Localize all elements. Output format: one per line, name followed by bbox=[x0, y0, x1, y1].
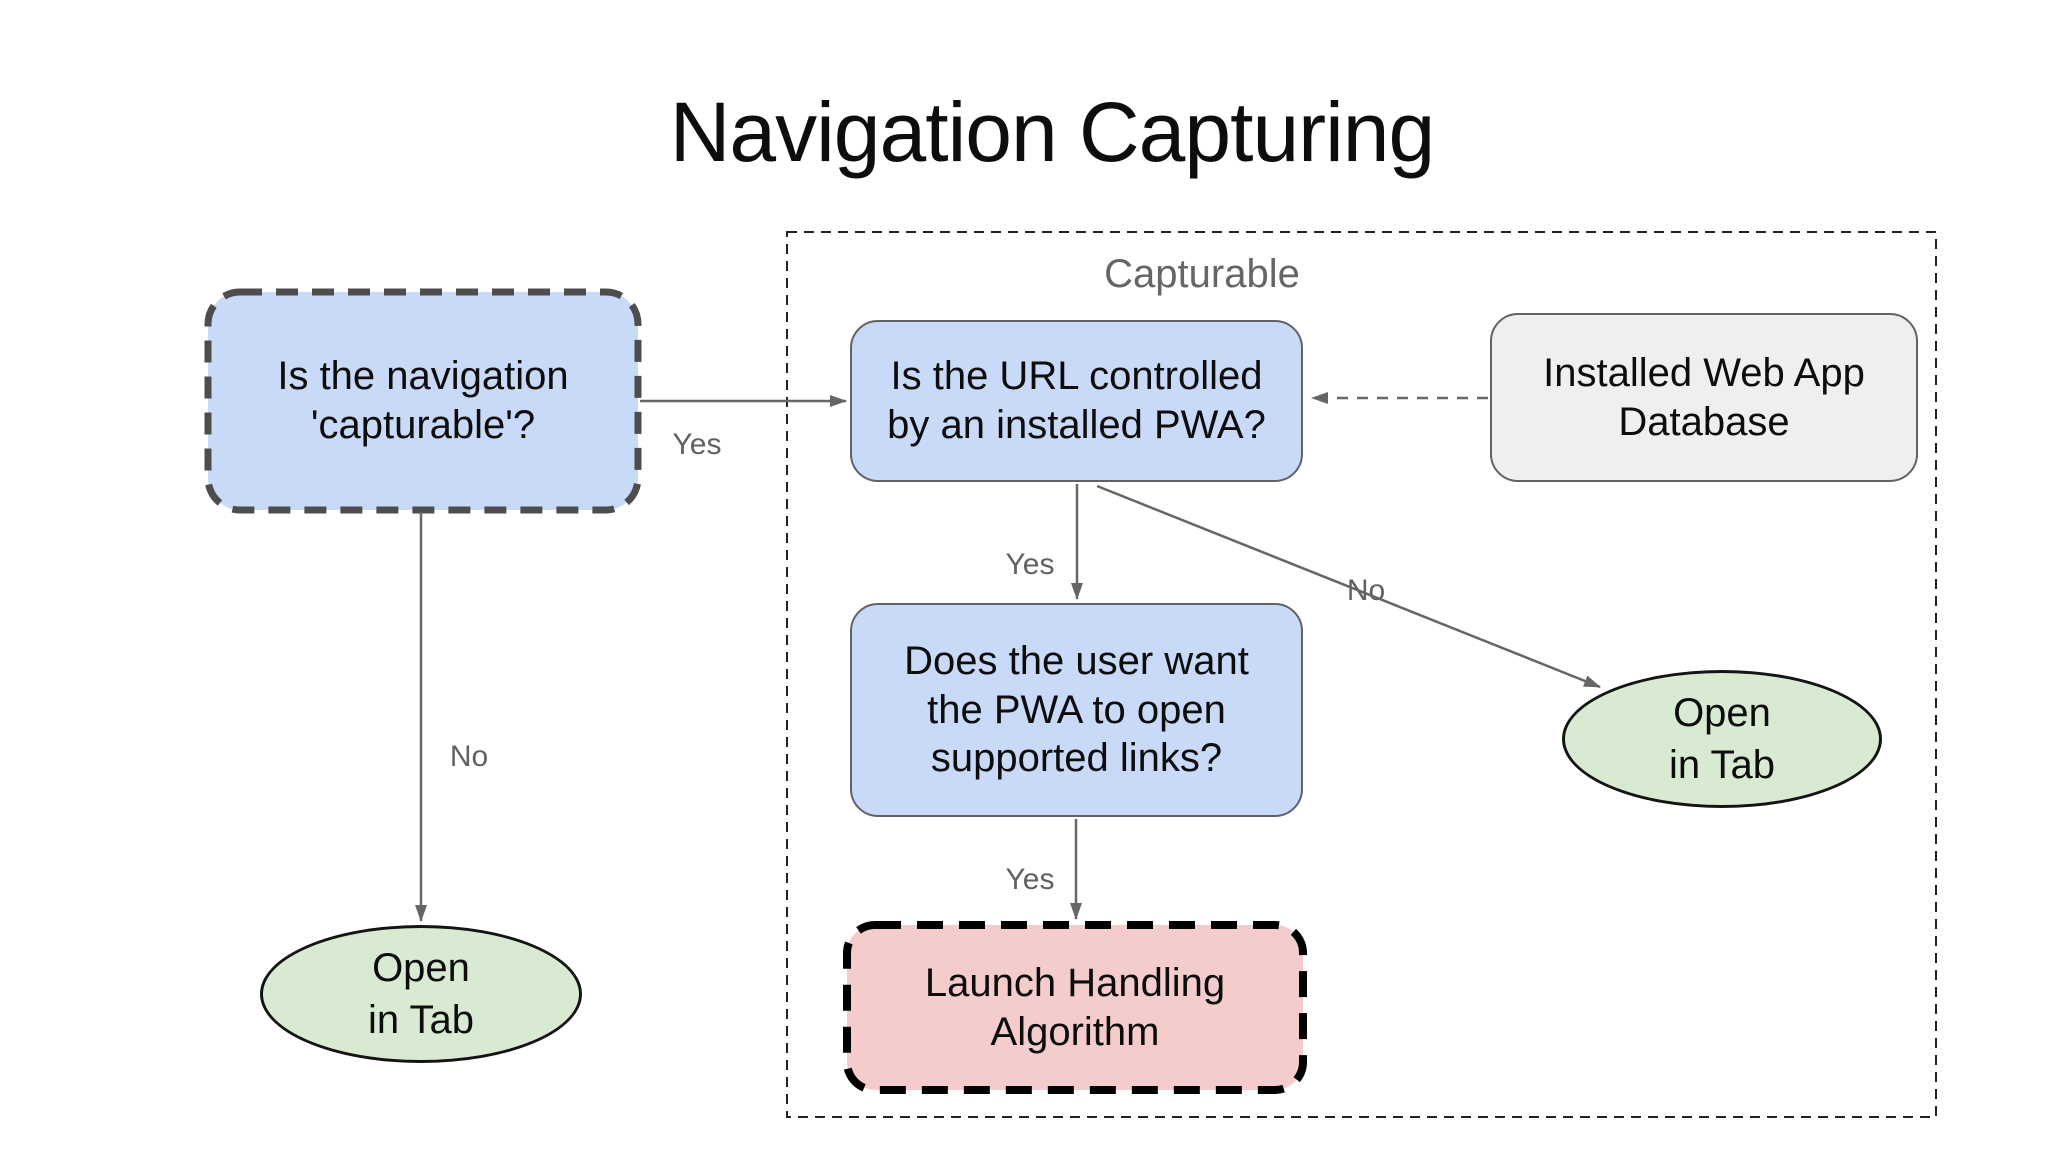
terminal-open-in-tab-left: Open in Tab bbox=[260, 925, 582, 1063]
node-installed-web-app-database: Installed Web App Database bbox=[1490, 313, 1918, 482]
edge-label-user-want-yes: Yes bbox=[1005, 863, 1055, 896]
terminal-open-in-tab-right: Open in Tab bbox=[1562, 670, 1882, 808]
node-url-controlled-by-pwa: Is the URL controlled by an installed PW… bbox=[850, 320, 1303, 482]
edge-label-url-no: No bbox=[1346, 574, 1386, 607]
page-title: Navigation Capturing bbox=[669, 85, 1435, 179]
capturable-group-label: Capturable bbox=[1104, 252, 1300, 296]
edge-label-capturable-yes: Yes bbox=[672, 428, 722, 461]
edge-label-capturable-no: No bbox=[449, 740, 489, 773]
node-user-want-supported-links: Does the user want the PWA to open suppo… bbox=[850, 603, 1303, 817]
node-launch-handling-algorithm: Launch Handling Algorithm bbox=[847, 925, 1303, 1090]
edge-label-url-yes: Yes bbox=[1005, 548, 1055, 581]
node-is-navigation-capturable: Is the navigation 'capturable'? bbox=[208, 292, 638, 510]
